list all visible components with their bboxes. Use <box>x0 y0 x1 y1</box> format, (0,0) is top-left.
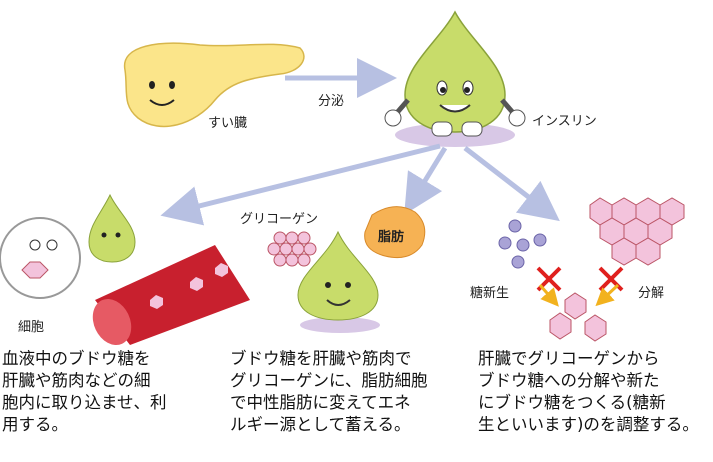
blood-vessel <box>92 245 250 346</box>
insulin-small-middle <box>297 230 380 333</box>
arrow-to-liver <box>463 146 560 222</box>
description-line: にブドウ糖をつくる(糖新 <box>478 393 666 412</box>
description-line: 生といいます)のを調整する。 <box>478 415 699 434</box>
description-line: 肝臓や筋肉などの細 <box>2 371 151 390</box>
glucose-dots <box>498 219 547 269</box>
description-line: ブドウ糖を肝臓や筋肉で <box>230 349 412 368</box>
description-line: ブドウ糖への分解や新た <box>478 371 660 390</box>
arrow-to-cell <box>160 143 441 226</box>
description-right: 肝臓でグリコーゲンから ブドウ糖への分解や新た にブドウ糖をつくる(糖新 生とい… <box>478 348 708 436</box>
insulin-small-left <box>88 193 136 263</box>
insulin-label: インスリン <box>532 114 597 129</box>
description-line: グリコーゲンに、脂肪細胞 <box>230 371 428 390</box>
glycogen-cluster <box>267 231 317 267</box>
cross-icon <box>536 266 624 292</box>
fat-blob <box>364 206 426 259</box>
description-middle: ブドウ糖を肝臓や筋肉で グリコーゲンに、脂肪細胞 で中性脂肪に変えてエネ ルギー… <box>230 348 460 436</box>
description-line: ルギー源として蓄える。 <box>230 415 411 434</box>
cell-label: 細胞 <box>18 320 45 335</box>
description-line: 肝臓でグリコーゲンから <box>478 349 660 368</box>
cell-illustration <box>0 217 81 299</box>
description-left: 血液中のブドウ糖を 肝臓や筋肉などの細 胞内に取り込ませ、利 用する。 <box>2 348 232 436</box>
glycogen-honeycomb <box>589 197 685 266</box>
description-line: 用する。 <box>2 415 68 434</box>
gluconeogenesis-label: 糖新生 <box>470 286 510 301</box>
arrow-to-storage <box>404 146 448 215</box>
pancreas-label: すい臓 <box>208 116 248 131</box>
pancreas-character <box>123 42 305 128</box>
secretion-label: 分泌 <box>318 94 345 109</box>
description-line: で中性脂肪に変えてエネ <box>230 393 411 412</box>
fat-label: 脂肪 <box>378 230 405 245</box>
description-line: 血液中のブドウ糖を <box>2 349 151 368</box>
description-line: 胞内に取り込ませ、利 <box>2 393 167 412</box>
insulin-character <box>384 10 526 147</box>
breakdown-label: 分解 <box>638 286 665 301</box>
glycogen-label: グリコーゲン <box>240 212 319 227</box>
glucose-hexagons <box>549 292 607 342</box>
